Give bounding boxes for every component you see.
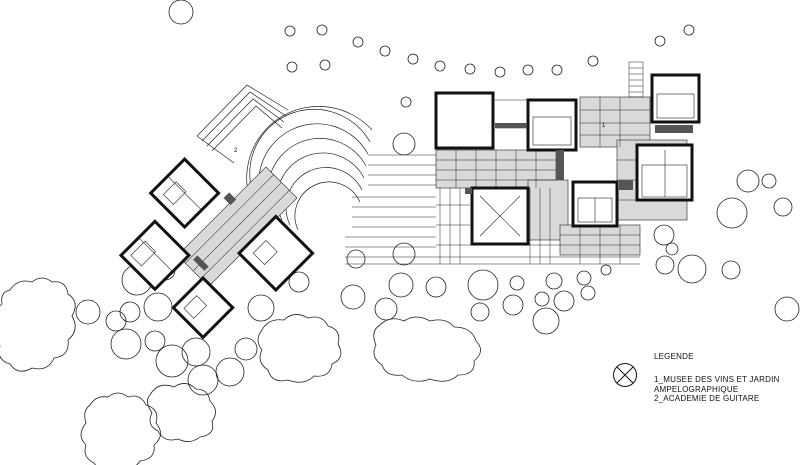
tree-canopies [0, 277, 481, 465]
legend-title: LEGENDE [654, 352, 694, 361]
building-1-number: 1 [602, 123, 606, 129]
legend-items: 1_MUSEE DES VINS ET JARDIN AMPELOGRAPHIQ… [654, 375, 780, 404]
legend-item-guitar-academy: 2_ACADEMIE DE GUITARE [654, 394, 760, 403]
building-2 [118, 157, 315, 340]
terrace-lines [345, 154, 640, 265]
paving-grid [436, 97, 687, 264]
north-arrow-icon [613, 363, 637, 387]
legend-item-museum: 1_MUSEE DES VINS ET JARDIN AMPELOGRAPHIQ… [654, 375, 780, 394]
building-1-dark-elements [465, 123, 693, 194]
trees [75, 0, 800, 396]
stairs-north [628, 61, 644, 98]
building-2-number: 2 [234, 148, 238, 154]
